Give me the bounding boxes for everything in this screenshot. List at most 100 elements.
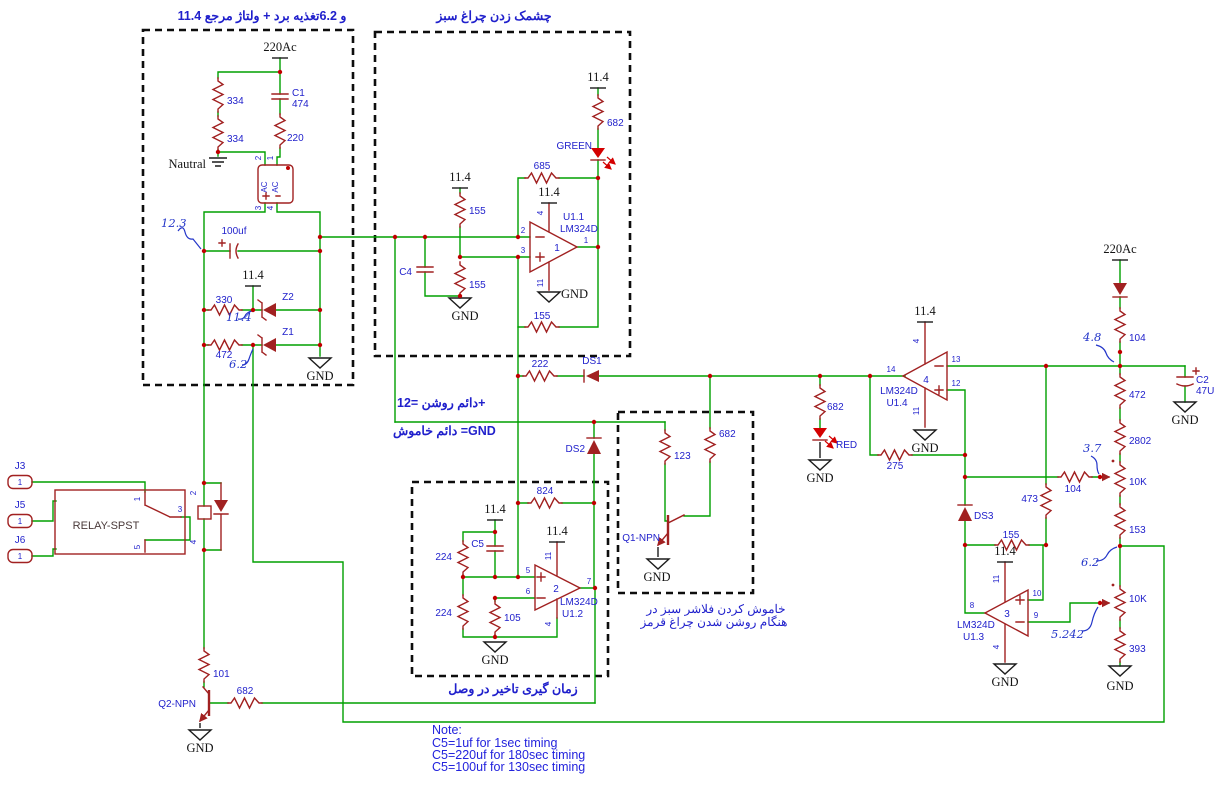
resistor-155-top[interactable]: 155 [454, 192, 486, 228]
resistor-value: 472 [216, 350, 233, 361]
gnd-label: GND [306, 369, 333, 383]
net-label-114: 11.4 [994, 544, 1016, 558]
resistor-682-q2[interactable]: 682 [227, 686, 263, 709]
diode-rectifier-right[interactable] [1112, 283, 1128, 298]
pot-10k-lower[interactable]: 10K [1099, 583, 1147, 621]
opamp-u13[interactable]: 11.4 GND 8 10 9 11 4 3 LM324D U1.3 [957, 544, 1042, 689]
resistor-155-right[interactable]: 155 [994, 530, 1030, 551]
net-label-114: 11.4 [449, 170, 471, 184]
connector-j3[interactable]: 1J3 [7, 461, 33, 490]
capacitor-c5[interactable]: C5 [471, 539, 504, 552]
zener-z1[interactable]: Z1 [257, 327, 294, 356]
resistor-104-top[interactable]: 104 [1114, 307, 1146, 344]
resistor-value: 155 [534, 311, 551, 322]
resistor-155-mid[interactable]: 155 [454, 261, 486, 297]
relay-spst[interactable]: RELAY-SPST 1 3 5 [54, 489, 186, 555]
gnd-label: GND [1106, 679, 1133, 693]
power-section-title: 11.4 و 6.2تغذیه برد + ولتاژ مرجع [178, 9, 347, 24]
resistor-330[interactable]: 330 [207, 295, 243, 316]
relay-section: 1J3 1J5 1J6 RELAY-SPST 1 3 5 2 4 [7, 461, 229, 564]
gnd-icon [808, 459, 832, 471]
connector-ref: J6 [15, 535, 26, 546]
pin-number: 1 [266, 155, 275, 160]
resistor-275[interactable]: 275 [877, 449, 913, 472]
resistor-155-feedback[interactable]: 155 [524, 311, 560, 333]
resistor-682-green[interactable]: 682 [592, 94, 624, 130]
opamp-u12[interactable]: 11.4 5 6 7 11 4 2 LM324D U1.2 [526, 524, 598, 626]
capacitor-c4[interactable]: C4 [399, 266, 434, 278]
relay-coil[interactable]: 2 4 [189, 490, 212, 544]
resistor-472-power[interactable]: 472 [207, 339, 243, 361]
pin-number: 8 [970, 601, 975, 610]
earth-icon [208, 157, 228, 167]
resistor-123[interactable]: 123 [659, 429, 691, 465]
resistor-824[interactable]: 824 [527, 486, 563, 509]
green-led[interactable]: GREEN [556, 141, 616, 170]
resistor-104-mid[interactable]: 104 [1057, 471, 1093, 495]
diode-ref: DS2 [566, 444, 586, 455]
capacitor-100uf[interactable]: 100uf [218, 226, 247, 259]
resistor-472-right[interactable]: 472 [1114, 373, 1146, 409]
pin-number: 5 [526, 566, 531, 575]
pot-10k-upper[interactable]: 10K [1099, 459, 1147, 497]
opamp-u14[interactable]: 11.4 GND 14 13 12 4 11 4 LM324D U1.4 [880, 304, 961, 455]
opamp-u11[interactable]: 11.4 GND 2 3 1 4 11 1 U1.1 LM324D [521, 185, 598, 303]
resistor-153[interactable]: 153 [1114, 503, 1146, 539]
pin-number: 3 [521, 246, 526, 255]
resistor-334-upper[interactable]: 334 [212, 77, 244, 113]
annotation-leader [237, 310, 253, 320]
bridge-ac-label: AC [260, 181, 269, 192]
diode-ds2[interactable]: DS2 [566, 437, 602, 455]
resistor-105[interactable]: 105 [489, 600, 521, 636]
power-supply-section: 11.4 و 6.2تغذیه برد + ولتاژ مرجع 220Ac 3… [161, 9, 346, 383]
wires-link [394, 326, 906, 589]
resistor-220[interactable]: 220 [274, 113, 304, 149]
resistor-101[interactable]: 101 [198, 647, 230, 683]
resistor-value: 155 [1003, 530, 1020, 541]
resistor-2802[interactable]: 2802 [1114, 419, 1152, 455]
diode-ds1[interactable]: DS1 [582, 356, 602, 383]
diode-ds3[interactable]: DS3 [957, 504, 994, 522]
resistor-value: 2802 [1129, 436, 1152, 447]
zener-z2[interactable]: Z2 [257, 292, 294, 321]
resistor-682-red[interactable]: 682 [814, 384, 844, 420]
gnd-icon [308, 357, 332, 369]
green-flasher-box [373, 30, 632, 358]
pin-number: 13 [952, 355, 961, 364]
connector-ref: J3 [15, 461, 26, 472]
pin-number: 11 [992, 574, 1001, 583]
resistor-222[interactable]: 222 [522, 359, 558, 382]
bridge-rectifier[interactable]: AC AC 2 1 3 4 [254, 155, 294, 210]
relay-diode[interactable] [213, 482, 229, 551]
pot-value: 10K [1129, 477, 1147, 488]
red-led[interactable]: RED [812, 428, 857, 451]
resistor-value: 330 [216, 295, 233, 306]
gnd-label: GND [991, 675, 1018, 689]
resistor-685[interactable]: 685 [524, 161, 560, 184]
gnd-flasher-input: GND [448, 297, 479, 323]
resistor-224-top[interactable]: 224 [435, 540, 469, 576]
connector-j6[interactable]: 1J6 [7, 535, 33, 564]
transistor-q1[interactable]: GND Q1-NPN [622, 514, 685, 584]
connector-pin-label: 1 [18, 517, 23, 526]
q1-caption-line1: خاموش کردن فلاشر سبز در [645, 602, 785, 616]
transistor-q2[interactable]: GND Q2-NPN [158, 686, 214, 755]
connector-j5[interactable]: 1J5 [7, 500, 33, 529]
resistor-224-bottom[interactable]: 224 [435, 594, 469, 630]
resistor-334-lower[interactable]: 334 [212, 115, 244, 151]
capacitor-c2[interactable]: C2 47U [1176, 367, 1214, 397]
wires-relay [31, 481, 222, 557]
resistor-value: 153 [1129, 525, 1146, 536]
pin-number: 4 [266, 205, 275, 210]
resistor-473[interactable]: 473 [1021, 483, 1052, 519]
annotation-leader [1090, 455, 1100, 475]
wires-q1 [664, 375, 711, 522]
dashed-region-boxes [141, 28, 755, 678]
net-label-114: 11.4 [538, 185, 560, 199]
resistor-value: 123 [674, 451, 691, 462]
resistor-393[interactable]: 393 [1114, 627, 1146, 663]
resistor-682-q1[interactable]: 682 [704, 427, 736, 463]
wires-right [964, 259, 1186, 667]
